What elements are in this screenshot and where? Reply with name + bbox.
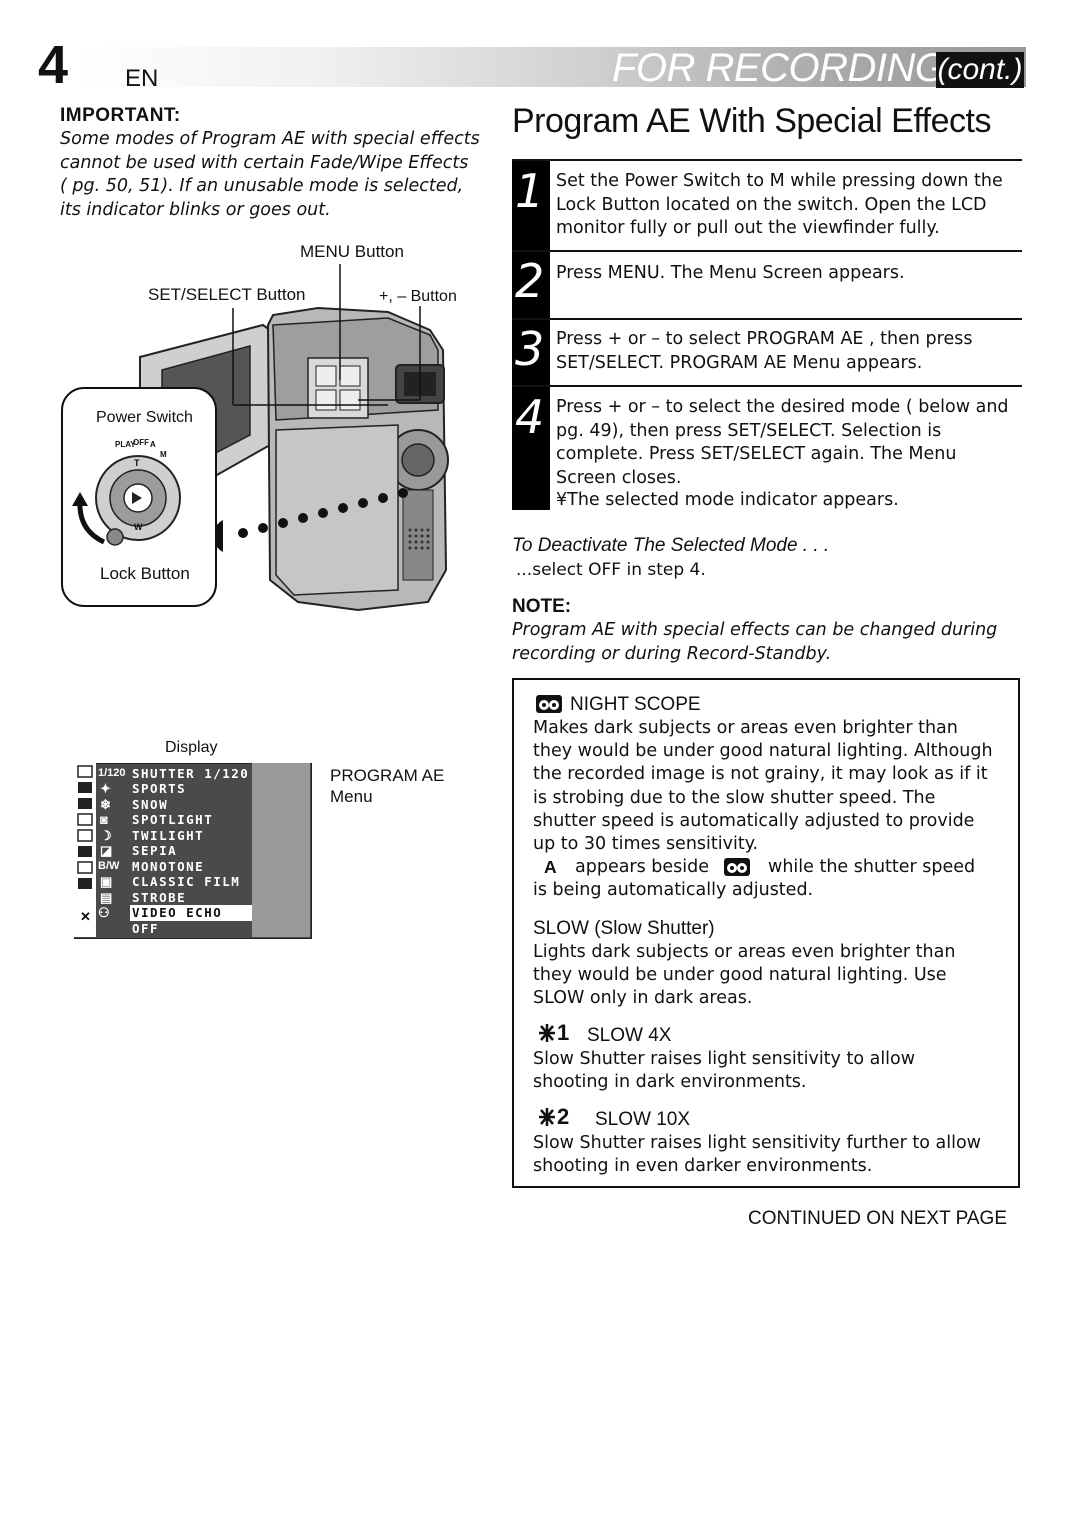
camcorder-body-illustration (266, 306, 449, 612)
deactivate-heading: To Deactivate The Selected Mode . . . (512, 535, 830, 556)
deactivate-text: ...select OFF in step 4. (516, 560, 706, 580)
menu-right-panel (252, 763, 310, 937)
mode-title-slow-10x: SLOW 10X (595, 1109, 691, 1130)
slow2-icon-number: 2 (557, 1104, 570, 1129)
step-text-1: Set the Power Switch to M while pressing… (556, 171, 1003, 238)
dial-a-label: A (150, 440, 156, 449)
night-scope-extra-2: while the shutter speed (768, 857, 976, 877)
menu-icon-column: ✕ (74, 763, 96, 937)
page-title: Program AE With Special Effects (512, 102, 991, 140)
page-number: 4 (38, 35, 69, 95)
step-4-bullet: ¥The selected mode indicator appears. (556, 490, 899, 510)
display-label: Display (165, 739, 218, 756)
slow1-icon-number: 1 (557, 1020, 570, 1045)
night-scope-extra-3: is being automatically adjusted. (533, 880, 814, 900)
step-divider-1 (512, 159, 1022, 161)
twilight-icon: ☽ (100, 828, 112, 843)
step-text-3: Press + or – to select PROGRAM AE , then… (556, 329, 973, 373)
mode-title-night-scope: NIGHT SCOPE (570, 694, 701, 715)
section-title: FOR RECORDING (612, 46, 946, 90)
step-gap (550, 252, 556, 318)
spotlight-icon: ◙ (100, 812, 108, 827)
step-number-1: 1 (515, 164, 545, 218)
menu-item-twilight[interactable]: TWILIGHT (132, 828, 205, 843)
continued-on-next-page: CONTINUED ON NEXT PAGE (748, 1208, 1007, 1229)
leader-lines (232, 264, 421, 406)
slow1-icon (537, 1022, 567, 1044)
menu-item-video-echo[interactable]: VIDEO ECHO (130, 905, 252, 921)
program-ae-menu-label-2: Menu (330, 787, 373, 806)
menu-item-sepia[interactable]: SEPIA (132, 843, 178, 858)
dial-m-label: M (160, 450, 167, 459)
page-language: EN (125, 65, 159, 92)
step-divider-4 (512, 385, 1022, 387)
step-text-2: Press MENU. The Menu Screen appears. (556, 263, 905, 283)
mode-title-slow: SLOW (Slow Shutter) (533, 918, 715, 939)
step-divider-3 (512, 318, 1022, 320)
menu-item-shutter[interactable]: SHUTTER 1/120 (132, 766, 250, 781)
power-switch-callout (61, 387, 217, 607)
power-switch-label: Power Switch (96, 409, 193, 426)
step-number-2: 2 (515, 254, 545, 308)
svg-text:✕: ✕ (80, 909, 91, 924)
sepia-icon: ◪ (100, 843, 113, 858)
menu-item-snow[interactable]: SNOW (132, 797, 169, 812)
monotone-icon: B/W (98, 860, 120, 872)
camcorder-diagram (61, 264, 449, 612)
classic-film-icon: ▣ (100, 874, 113, 889)
night-scope-extra-1: appears beside (575, 857, 710, 877)
important-heading: IMPORTANT: (60, 105, 181, 126)
menu-item-strobe[interactable]: STROBE (132, 890, 187, 905)
step-text-4: Press + or – to select the desired mode … (556, 397, 1009, 488)
step-number-3: 3 (515, 322, 545, 376)
slow2-icon (537, 1106, 567, 1128)
strobe-icon: ▤ (100, 890, 113, 905)
mode-descriptions-box (512, 678, 1020, 1188)
owl-icon (724, 858, 750, 876)
menu-button-label: MENU Button (300, 242, 404, 261)
menu-item-spotlight[interactable]: SPOTLIGHT (132, 812, 214, 827)
night-scope-a-indicator: A (544, 857, 557, 877)
cont-label: (cont.) (936, 52, 1024, 88)
dial-w-label: W (134, 522, 143, 532)
snow-icon: ❄ (100, 797, 111, 812)
dial-play-label: PLAY (115, 440, 136, 449)
menu-item-monotone[interactable]: MONOTONE (132, 859, 205, 874)
menu-icon-shutter: 1/120 (98, 767, 126, 779)
dial-off-label: OFF (133, 438, 149, 447)
mode-text-night-scope: Makes dark subjects or areas even bright… (533, 718, 993, 855)
lock-button-label: Lock Button (100, 564, 190, 583)
sports-icon: ✦ (100, 781, 111, 796)
step-number-4: 4 (515, 390, 545, 444)
plus-minus-button-label: +, – Button (379, 288, 457, 305)
menu-item-sports[interactable]: SPORTS (132, 781, 187, 796)
mode-text-slow-4x: Slow Shutter raises light sensitivity to… (533, 1049, 916, 1093)
menu-item-off[interactable]: OFF (132, 921, 160, 936)
mode-text-slow-10x: Slow Shutter raises light sensitivity fu… (533, 1133, 981, 1177)
step-divider-2 (512, 250, 1022, 252)
note-text: Program AE with special effects can be c… (512, 620, 998, 664)
important-text: Some modes of Program AE with special ef… (60, 129, 480, 220)
program-ae-menu-label-1: PROGRAM AE (330, 766, 445, 785)
header-bar (78, 47, 1026, 87)
menu-item-classic-film[interactable]: CLASSIC FILM (132, 874, 241, 889)
owl-icon (536, 695, 562, 713)
note-heading: NOTE: (512, 596, 572, 617)
dial-t-label: T (134, 458, 140, 468)
step-number-column (512, 160, 550, 510)
video-echo-icon: ⚇ (98, 905, 110, 920)
set-select-button-label: SET/SELECT Button (148, 285, 306, 304)
mode-title-slow-4x: SLOW 4X (587, 1025, 672, 1046)
mode-text-slow: Lights dark subjects or areas even brigh… (533, 942, 956, 1009)
